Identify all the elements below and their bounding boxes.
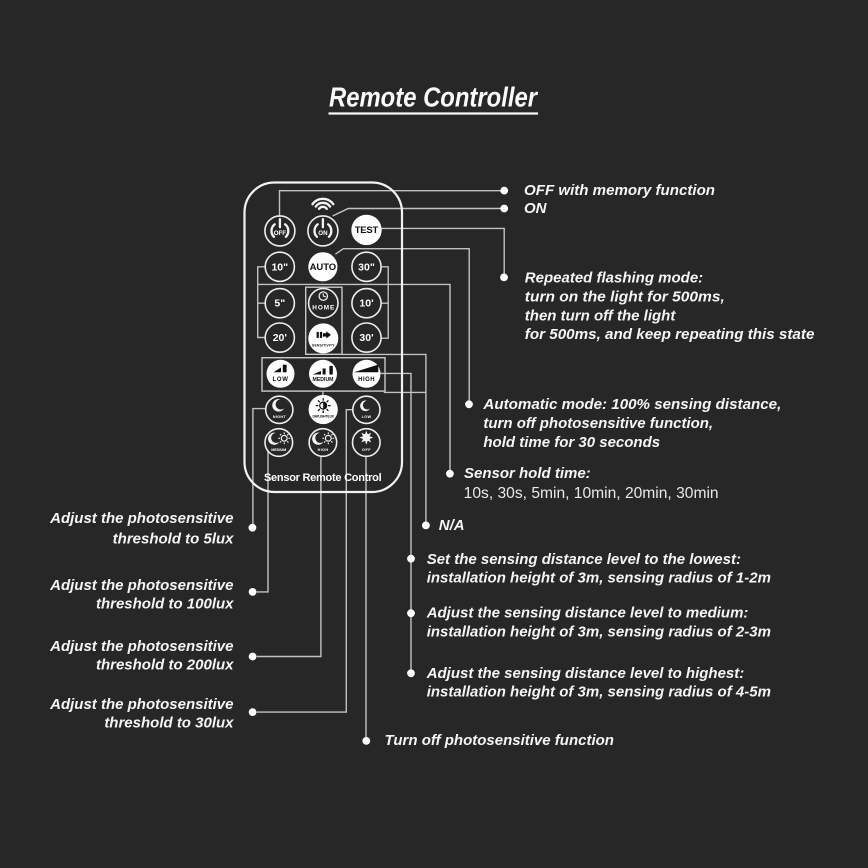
svg-text:AUTO: AUTO [310,262,337,273]
svg-text:20': 20' [273,332,287,344]
svg-text:OFF: OFF [362,448,371,452]
svg-text:Set the sensing distance level: Set the sensing distance level to the lo… [427,551,741,568]
svg-text:Automatic mode: 100% sensing d: Automatic mode: 100% sensing distance, [482,396,781,413]
svg-text:OFF: OFF [274,230,287,237]
svg-text:then turn off the light: then turn off the light [525,307,677,324]
svg-text:Adjust the photosensitive: Adjust the photosensitive [49,577,233,594]
svg-text:turn off photosensitive functi: turn off photosensitive function, [483,415,713,432]
svg-text:LOW: LOW [272,377,288,383]
svg-text:Adjust the sensing distance le: Adjust the sensing distance level to med… [426,605,749,622]
svg-text:threshold to 200lux: threshold to 200lux [96,656,234,673]
svg-text:Adjust the photosensitive: Adjust the photosensitive [49,696,233,713]
svg-text:SENSITIVITY: SENSITIVITY [312,343,335,347]
svg-text:ON: ON [318,230,328,237]
svg-text:OFF with memory function: OFF with memory function [524,182,715,199]
svg-text:hold time for 30 seconds: hold time for 30 seconds [483,434,660,451]
svg-text:Sensor hold time:: Sensor hold time: [464,465,591,482]
svg-text:Adjust the photosensitive: Adjust the photosensitive [49,638,233,655]
svg-text:DAYLIGHT/LUX: DAYLIGHT/LUX [312,414,334,418]
svg-text:NIGHT: NIGHT [273,415,287,419]
svg-text:for 500ms, and keep repeating: for 500ms, and keep repeating this state [525,326,815,343]
svg-text:Remote Controller: Remote Controller [329,81,539,112]
svg-text:N/A: N/A [439,517,465,534]
svg-text:installation height of 3m, sen: installation height of 3m, sensing radiu… [427,570,771,587]
svg-text:HOME: HOME [312,304,335,311]
svg-text:threshold to 100lux: threshold to 100lux [96,596,234,613]
svg-text:MEDIUM: MEDIUM [313,377,334,383]
svg-text:turn on the light for 500ms,: turn on the light for 500ms, [525,288,725,305]
svg-text:threshold to 30lux: threshold to 30lux [104,714,234,731]
svg-text:30": 30" [358,261,375,273]
svg-text:threshold to 5lux: threshold to 5lux [113,530,235,547]
svg-text:LOW: LOW [362,415,372,419]
svg-text:Sensor Remote Control: Sensor Remote Control [264,472,382,484]
svg-text:ON: ON [524,200,548,217]
svg-text:Adjust the sensing distance le: Adjust the sensing distance level to hig… [426,665,745,682]
svg-text:30': 30' [359,332,373,344]
svg-text:MEDIUM: MEDIUM [271,448,286,452]
svg-text:TEST: TEST [355,225,379,236]
svg-text:installation height of 3m, sen: installation height of 3m, sensing radiu… [427,683,771,700]
svg-text:Adjust the photosensitive: Adjust the photosensitive [49,510,233,527]
svg-text:HIGH: HIGH [318,448,329,452]
svg-text:10s, 30s, 5min, 10min, 20min,: 10s, 30s, 5min, 10min, 20min, 30min [464,485,719,502]
svg-text:Repeated flashing mode:: Repeated flashing mode: [525,270,703,287]
svg-text:10": 10" [271,261,288,273]
svg-text:5": 5" [274,298,285,310]
svg-text:10': 10' [359,298,373,310]
svg-text:Turn off photosensitive functi: Turn off photosensitive function [385,732,614,749]
svg-text:installation height of 3m, sen: installation height of 3m, sensing radiu… [427,623,771,640]
svg-text:HIGH: HIGH [358,377,375,383]
